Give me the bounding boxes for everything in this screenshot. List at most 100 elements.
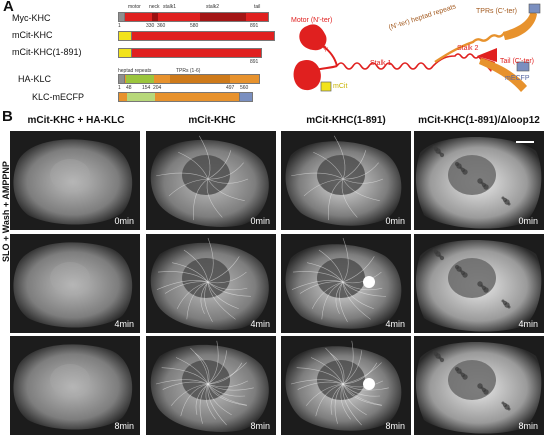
filament [207,281,251,297]
filament [315,383,344,417]
construct-label-ha-klc: HA-KLC [18,74,52,84]
filament [342,178,380,201]
panel-a-letter: A [3,0,14,15]
timepoint-label: 8min [250,421,270,431]
tail-upper [477,48,497,62]
filament [291,280,344,290]
filament [342,362,378,385]
filament [207,383,254,391]
micrograph-image [415,342,542,434]
dark-puncta [507,202,511,206]
diagram-label-stalk1: Stalk 1 [370,60,392,67]
timepoint-label: 4min [250,319,270,329]
nucleus [50,262,90,294]
filament [207,271,247,284]
panel-b-letter: B [2,108,13,125]
filament [207,340,219,385]
dark-puncta [483,184,489,190]
filament [325,347,344,385]
dark-puncta [439,357,445,363]
filament [335,281,344,315]
klc-mecfp-heptad [127,93,155,101]
dark-puncta [462,374,468,380]
khc-bar-truncated [131,48,262,58]
filament [306,262,344,283]
dark-puncta [439,152,445,158]
filament [342,281,374,310]
filament [207,383,247,406]
stalk1-coil [336,62,434,70]
micrograph-panel: 4min [146,234,276,333]
klc-tprs-label: TPRs (1-6) [176,68,201,74]
filament [333,135,346,180]
timepoint-label: 0min [250,216,270,226]
filament [342,383,362,426]
column-title-3: mCit-KHC(1-891) [306,115,386,126]
filament [207,256,240,283]
domain-label-tail: tail [254,4,261,10]
filament [195,383,209,415]
filament [292,271,344,283]
filament [193,178,209,221]
filament [342,150,367,180]
filament [190,347,209,385]
timepoint-label: 8min [518,421,538,431]
khc-pos-891: 891 [250,23,259,29]
nucleus [317,258,365,298]
filament [207,383,227,426]
filament [206,178,223,218]
filament [342,380,383,388]
filament [204,281,213,322]
filament [176,281,209,309]
dark-puncta [462,169,468,175]
micrograph-image [415,240,542,332]
construct-label-myc-khc: Myc-KHC [12,13,51,23]
filament [171,383,209,406]
nucleus [50,159,90,191]
diagram-label-mecfp: mECFP [505,75,530,82]
bright-aggregate [363,378,375,390]
filament [180,383,209,417]
construct-label-mcit-khc-1-891: mCit-KHC(1-891) [12,47,82,57]
filament [290,379,344,385]
filament [200,281,209,315]
filament [207,150,232,180]
klc-tpr-upper [503,10,537,40]
timepoint-label: 0min [114,216,134,226]
micrograph-panel: 4min [10,234,140,333]
filament [341,178,358,218]
micrograph-image [13,242,133,328]
micrograph-panel: 4min [414,234,544,333]
filament [342,383,382,406]
nucleus [182,258,230,298]
khc-pos-330: 330 [146,23,155,29]
filament [199,383,209,424]
filament [318,249,344,283]
dark-puncta [483,389,489,395]
klc-tpr-segment [170,75,230,83]
klc-diagram-mecfp-lower [516,61,530,72]
micrograph-image [285,340,402,431]
diagram-label-stalk2: Stalk 2 [457,45,479,52]
domain-label-neck: neck [149,4,160,10]
mcit-tag [118,31,132,41]
filament [207,380,248,388]
filament [207,237,214,283]
timepoint-label: 4min [385,319,405,329]
diagram-label-motor: Motor (N'-ter) [291,17,333,24]
motor-head-upper [299,24,327,51]
cell-body [13,139,133,225]
micrograph-image [285,135,402,226]
micrograph-image [285,237,402,329]
filament [310,357,344,385]
klc-pos-154: 154 [142,85,151,91]
filament [168,178,209,197]
dark-puncta [507,305,511,309]
timepoint-label: 0min [385,216,405,226]
filament [156,172,209,180]
khc-stalk2-segment [200,13,246,21]
micrograph-panel: 8min [281,336,411,435]
filament [311,281,344,309]
filament [296,367,344,385]
nucleus [182,360,230,400]
